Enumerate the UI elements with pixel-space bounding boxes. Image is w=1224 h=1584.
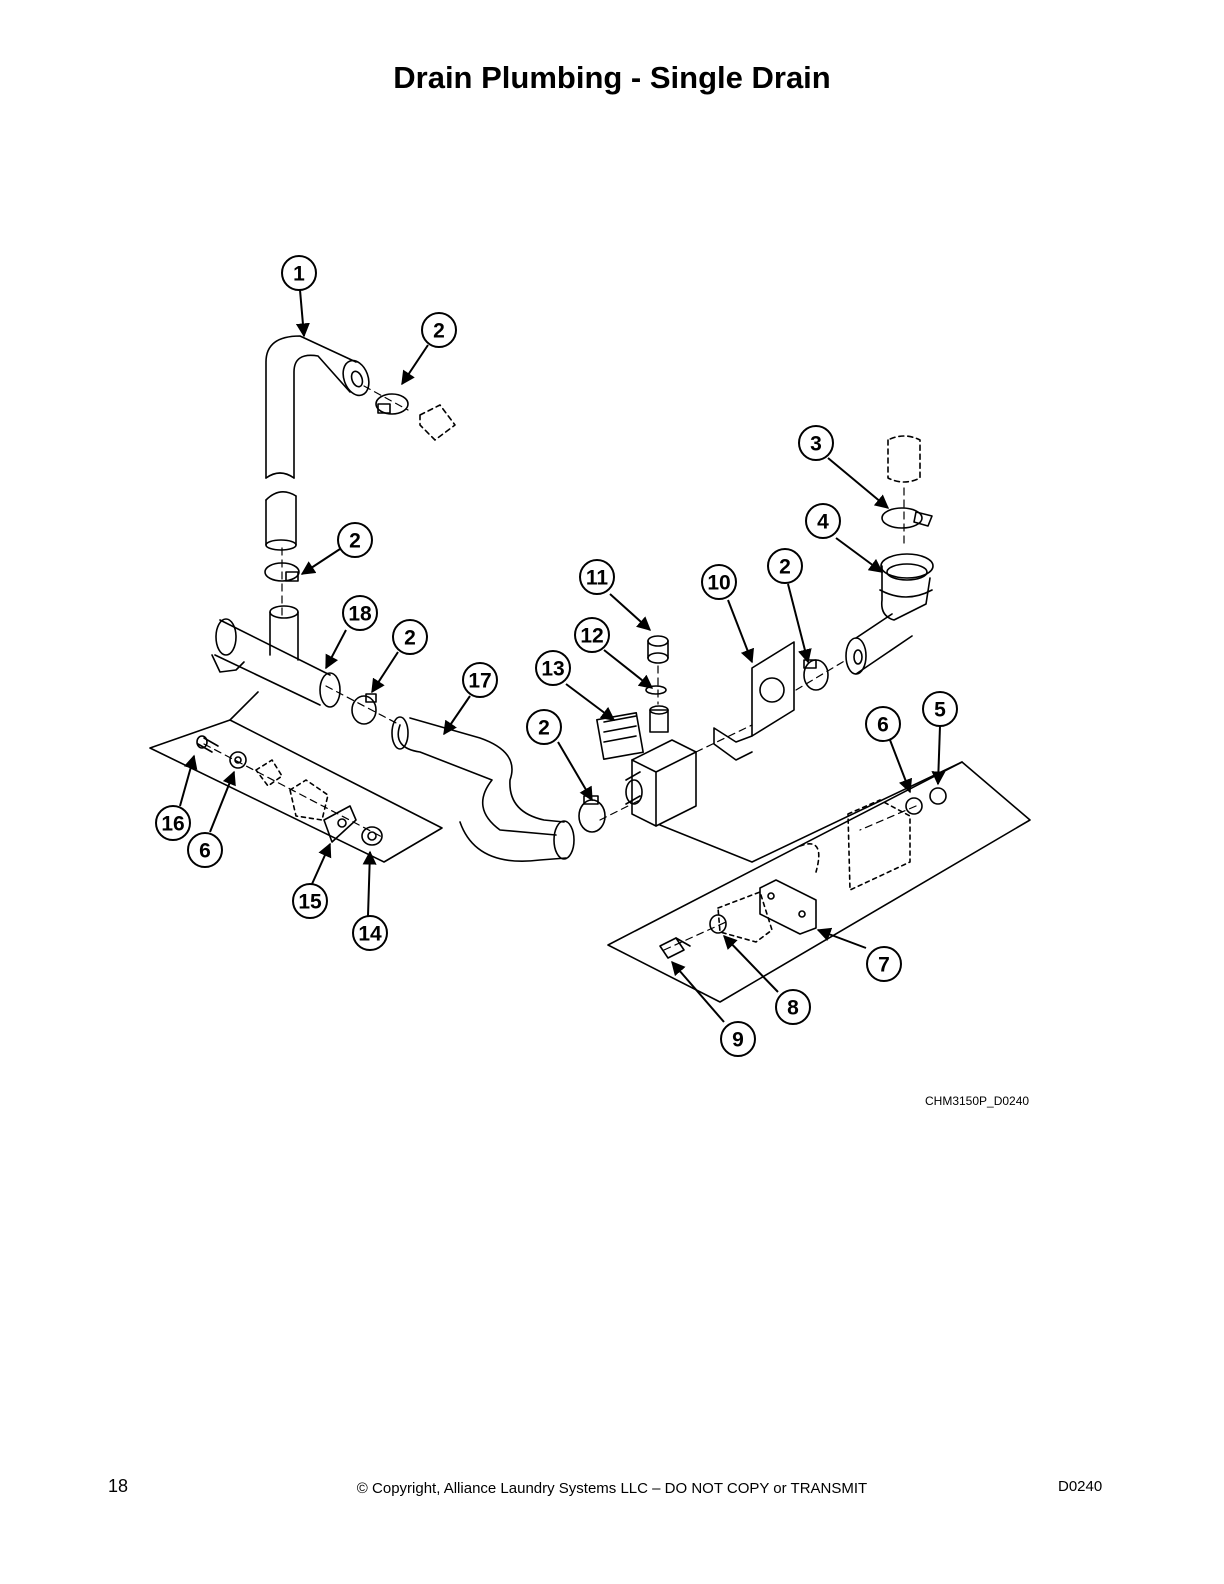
elbow-fitting — [845, 553, 934, 675]
valve-bracket — [713, 641, 795, 761]
right-detail-panel — [607, 761, 1031, 1003]
callout-5 — [922, 691, 958, 727]
page-title: Drain Plumbing - Single Drain — [393, 60, 831, 95]
drain-hose-lower — [391, 716, 575, 862]
callout-12 — [574, 617, 610, 653]
callout-balloons — [155, 255, 958, 1057]
drain-valve — [596, 635, 697, 827]
callout-text: 5 — [934, 699, 946, 722]
callout-text: 6 — [199, 840, 211, 863]
callout-15 — [292, 883, 328, 919]
callout-14 — [352, 915, 388, 951]
drain-hose-upper — [265, 335, 370, 551]
copyright-notice: © Copyright, Alliance Laundry Systems LL… — [356, 1480, 868, 1497]
callout-text: 2 — [779, 556, 791, 579]
callout-numbers: 1 2 2 18 2 17 2 13 12 11 10 2 3 4 6 5 7 … — [161, 263, 946, 1052]
callout-text: 3 — [810, 433, 822, 456]
callout-text: 11 — [586, 567, 609, 590]
callout-6b — [187, 832, 223, 868]
callout-text: 6 — [877, 714, 889, 737]
callout-text: 18 — [348, 603, 372, 626]
callout-10 — [701, 564, 737, 600]
callout-16 — [155, 805, 191, 841]
callout-1 — [281, 255, 317, 291]
drawing-id: CHM3150P_D0240 — [925, 1094, 1030, 1108]
callout-6a — [865, 706, 901, 742]
callout-17 — [462, 662, 498, 698]
callout-text: 2 — [404, 627, 416, 650]
callout-4 — [805, 503, 841, 539]
callout-text: 14 — [358, 923, 382, 946]
callout-13 — [535, 650, 571, 686]
callout-text: 4 — [817, 511, 829, 534]
callout-text: 13 — [541, 658, 564, 681]
hose-clamp-right — [803, 659, 829, 691]
tee-fitting — [211, 605, 341, 708]
assembly-lines — [203, 385, 917, 951]
callout-text: 17 — [468, 670, 491, 693]
hose-clamp-top — [375, 393, 456, 441]
callout-2c — [392, 619, 428, 655]
left-detail-panel — [149, 719, 443, 863]
callout-3 — [798, 425, 834, 461]
callout-text: 7 — [878, 954, 890, 977]
callout-text: 15 — [298, 891, 322, 914]
right-detail-lead — [659, 761, 963, 863]
callout-18 — [342, 595, 378, 631]
callout-11 — [579, 559, 615, 595]
callout-8 — [775, 989, 811, 1025]
callout-text: 9 — [732, 1029, 744, 1052]
callout-2d — [526, 709, 562, 745]
callout-leaders — [179, 289, 946, 1023]
right-detail-parts — [659, 787, 947, 959]
hose-clamp-valve — [578, 795, 606, 833]
callout-text: 10 — [707, 572, 730, 595]
callout-text: 2 — [538, 717, 550, 740]
callout-2b — [337, 522, 373, 558]
callout-7 — [866, 946, 902, 982]
callout-2e — [767, 548, 803, 584]
left-detail-lead — [229, 691, 259, 721]
callout-text: 8 — [787, 997, 799, 1020]
callout-text: 1 — [293, 263, 305, 286]
hose-clamp-elbow — [881, 435, 933, 529]
left-detail-parts — [196, 735, 383, 846]
callout-9 — [720, 1021, 756, 1057]
page-number: 18 — [108, 1476, 129, 1496]
callout-2a — [421, 312, 457, 348]
callout-text: 16 — [161, 813, 184, 836]
callout-text: 2 — [349, 530, 361, 553]
hose-clamp-tee — [351, 693, 377, 725]
callout-text: 2 — [433, 320, 445, 343]
callout-text: 12 — [580, 625, 603, 648]
document-code: D0240 — [1058, 1478, 1103, 1495]
